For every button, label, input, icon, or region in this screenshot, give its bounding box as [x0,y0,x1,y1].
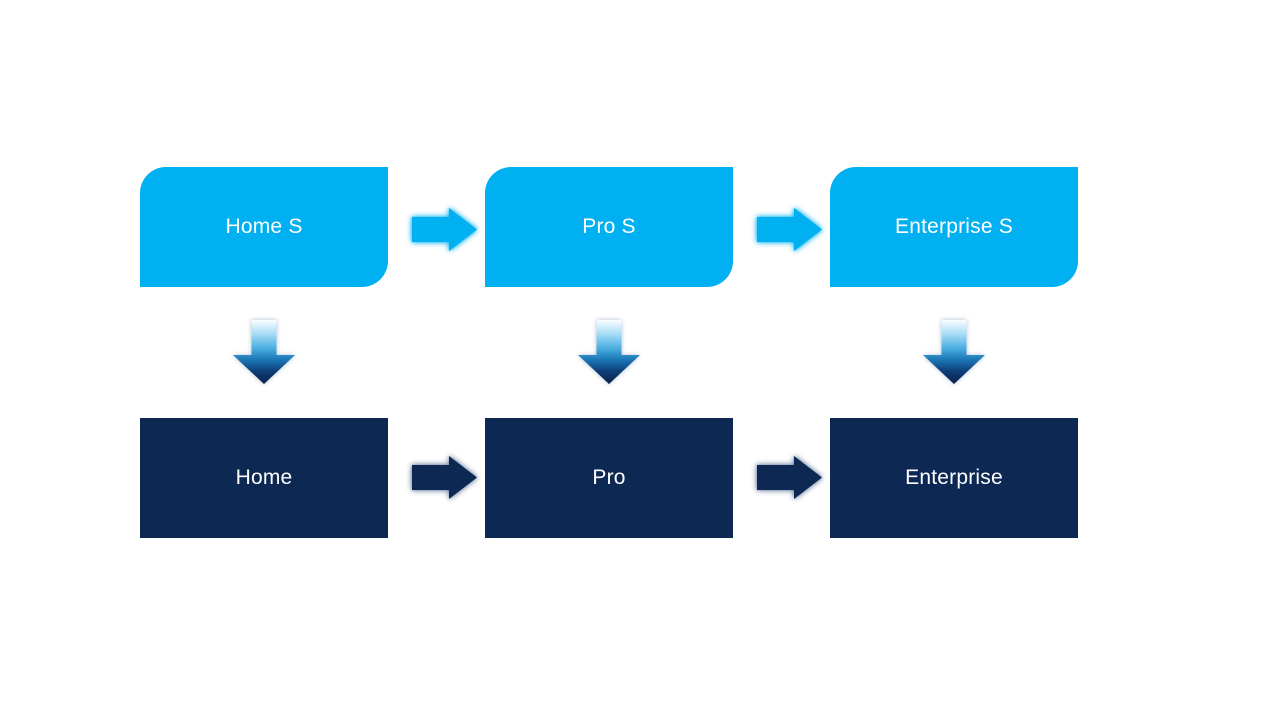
node-pro-label: Pro [592,466,626,489]
node-pro-s: Pro S [485,167,733,287]
right-arrow-icon [412,208,477,251]
node-home-s-label: Home S [225,215,303,238]
down-arrow-icon [923,320,985,384]
node-pro: Pro [485,418,733,538]
node-enterprise-label: Enterprise [905,466,1003,489]
node-home-s: Home S [140,167,388,287]
down-arrow-icon [233,320,295,384]
node-enterprise: Enterprise [830,418,1078,538]
node-home-label: Home [235,466,293,489]
right-arrow-icon [757,208,822,251]
node-pro-s-label: Pro S [582,215,636,238]
right-arrow-icon [412,456,477,499]
node-enterprise-s-label: Enterprise S [895,215,1013,238]
node-enterprise-s: Enterprise S [830,167,1078,287]
down-arrow-icon [578,320,640,384]
right-arrow-icon [757,456,822,499]
node-home: Home [140,418,388,538]
